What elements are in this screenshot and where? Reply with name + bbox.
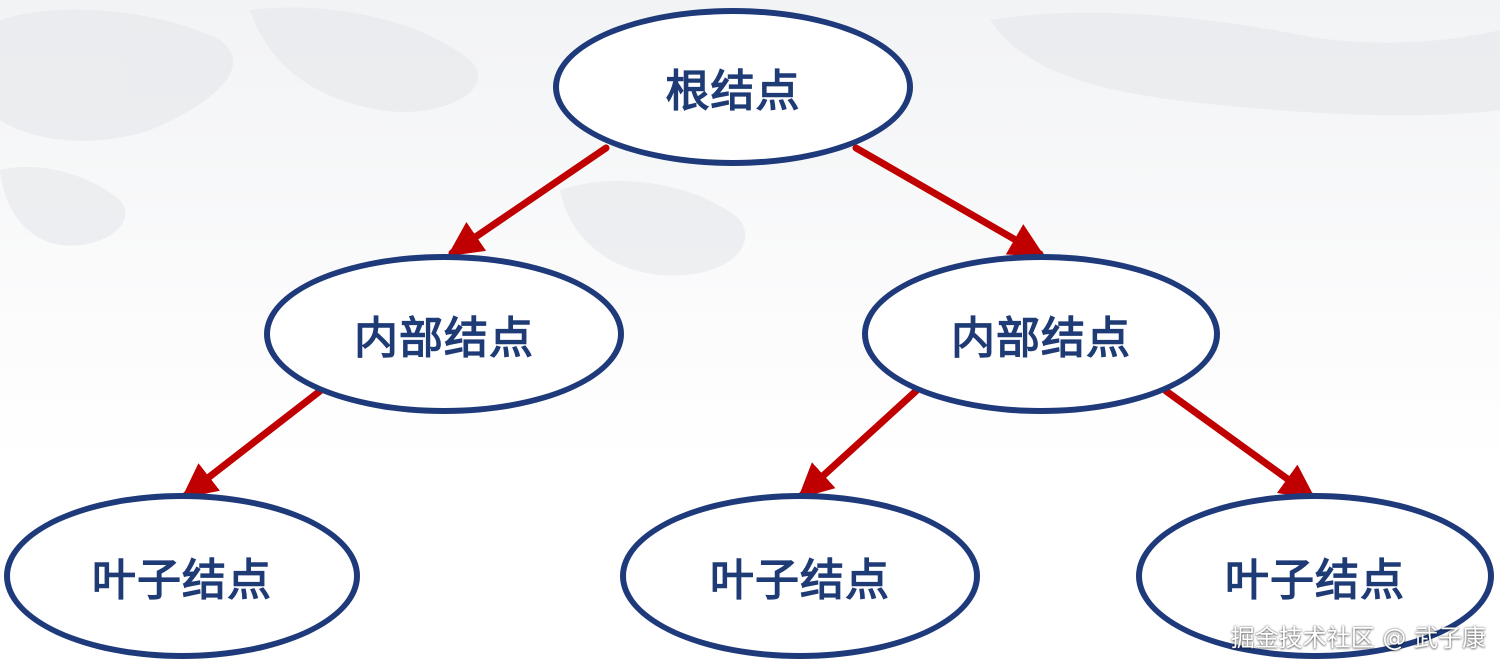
internal-node-right: 内部结点 <box>862 254 1220 414</box>
edge-root-to-internal-right <box>852 144 1045 258</box>
edge-internal-right-to-leaf-middle <box>797 387 920 499</box>
leaf-node-middle-label: 叶子结点 <box>710 555 890 606</box>
edge-internal-right-to-leaf-right <box>1162 387 1316 500</box>
watermark-text: 掘金技术社区 @ 武子康 <box>1230 624 1486 652</box>
leaf-node-middle: 叶子结点 <box>620 493 980 659</box>
internal-node-left: 内部结点 <box>264 254 624 414</box>
internal-node-right-label: 内部结点 <box>951 313 1131 364</box>
root-node-label: 根结点 <box>665 66 801 117</box>
leaf-node-left-label: 叶子结点 <box>92 555 272 606</box>
leaf-node-right: 叶子结点 <box>1136 493 1494 659</box>
edge-internal-left-to-leaf-left <box>181 387 324 499</box>
leaf-node-left: 叶子结点 <box>4 493 360 659</box>
leaf-node-right-label: 叶子结点 <box>1225 555 1405 606</box>
internal-node-left-label: 内部结点 <box>354 313 534 364</box>
edge-root-to-internal-left <box>447 144 610 257</box>
root-node: 根结点 <box>553 8 913 166</box>
